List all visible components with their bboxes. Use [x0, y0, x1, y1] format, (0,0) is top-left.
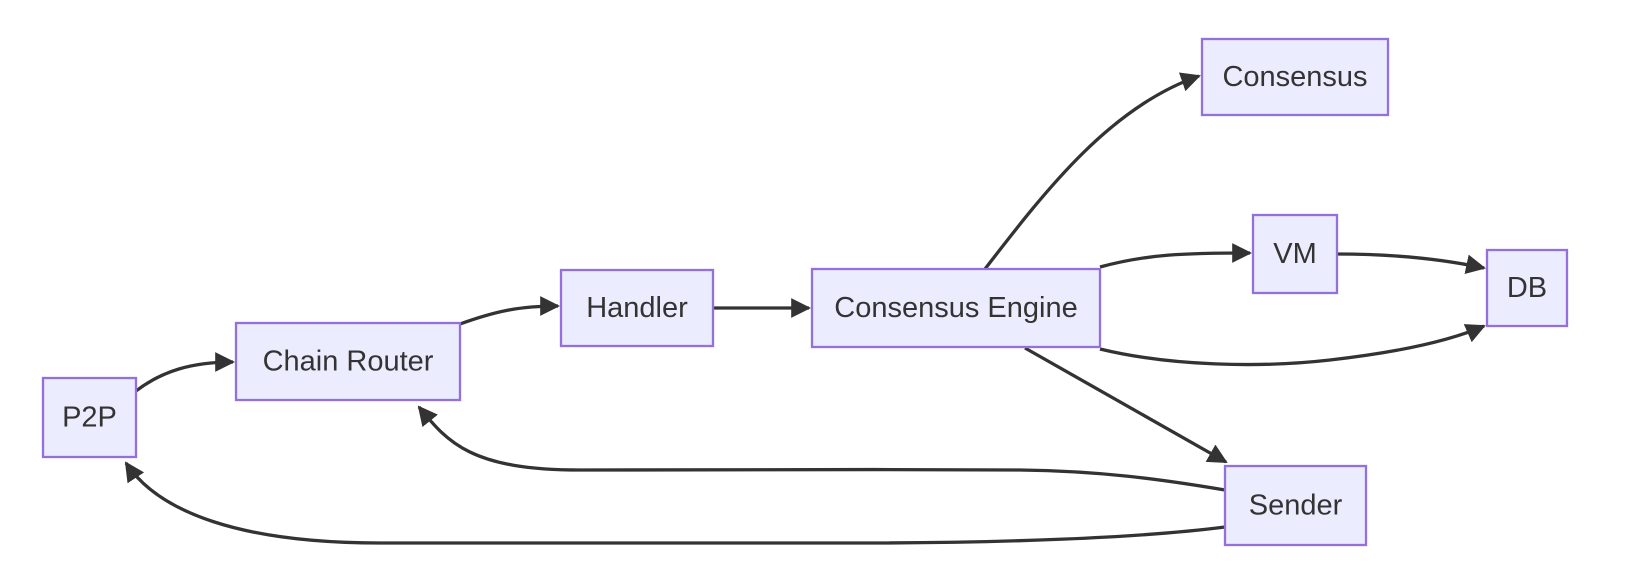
node-vm-box: [1251, 213, 1339, 295]
edge-vm-to-db: [1336, 252, 1486, 274]
node-vm-label: VM: [1273, 238, 1317, 270]
node-sender: Sender: [1223, 464, 1368, 547]
node-chain-router-label: Chain Router: [263, 346, 434, 378]
node-chain-router-box: [234, 321, 462, 402]
node-p2p: P2P: [41, 376, 138, 459]
edge-consensus-engine-to-sender: [1024, 346, 1228, 464]
node-consensus-engine-box: [810, 267, 1102, 349]
node-db: DB: [1485, 248, 1569, 328]
node-p2p-box: [41, 376, 138, 459]
edge-sender-to-p2p: [124, 461, 1226, 545]
edge-p2p-to-chain-router: [134, 352, 235, 393]
node-consensus: Consensus: [1200, 37, 1390, 117]
node-layer: P2P Chain Router Handler Consensus Engine Co…: [41, 37, 1569, 547]
edge-chain-router-to-handler: [459, 296, 560, 326]
node-consensus-engine-label: Consensus Engine: [834, 292, 1077, 324]
node-handler: Handler: [559, 268, 715, 348]
edge-sender-to-chain-router: [417, 405, 1226, 492]
node-consensus-box: [1200, 37, 1390, 117]
node-db-box: [1485, 248, 1569, 328]
node-sender-box: [1223, 464, 1368, 547]
node-chain-router: Chain Router: [234, 321, 462, 402]
edge-consensus-engine-to-vm: [1099, 243, 1252, 269]
node-p2p-label: P2P: [62, 402, 117, 434]
node-consensus-engine: Consensus Engine: [810, 267, 1102, 349]
node-sender-label: Sender: [1249, 490, 1343, 522]
edge-layer: [124, 72, 1486, 545]
node-consensus-label: Consensus: [1222, 61, 1367, 93]
node-db-label: DB: [1507, 272, 1547, 304]
node-handler-box: [559, 268, 715, 348]
edge-consensus-engine-to-db: [1099, 324, 1486, 367]
node-handler-label: Handler: [586, 292, 688, 324]
node-vm: VM: [1251, 213, 1339, 295]
edge-consensus-engine-to-consensus: [983, 72, 1201, 271]
